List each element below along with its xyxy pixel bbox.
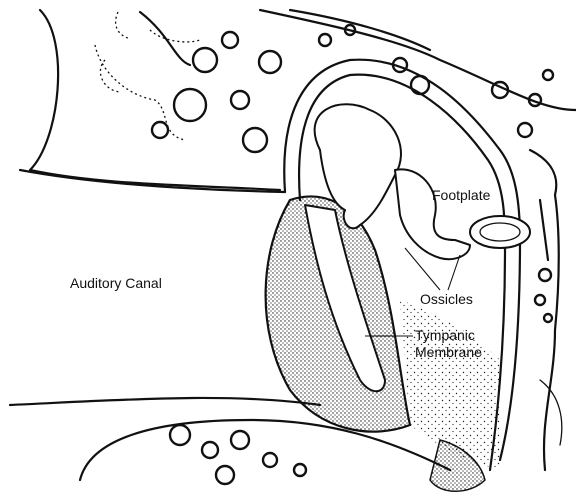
inner-ear-region (530, 150, 562, 470)
label-tympanic: Tympanic (415, 327, 475, 343)
label-auditory-canal: Auditory Canal (70, 275, 162, 291)
label-footplate: Footplate (432, 187, 491, 203)
label-membrane: Membrane (415, 344, 482, 360)
temporal-bone-upper (30, 10, 576, 190)
label-ossicles: Ossicles (420, 291, 473, 307)
